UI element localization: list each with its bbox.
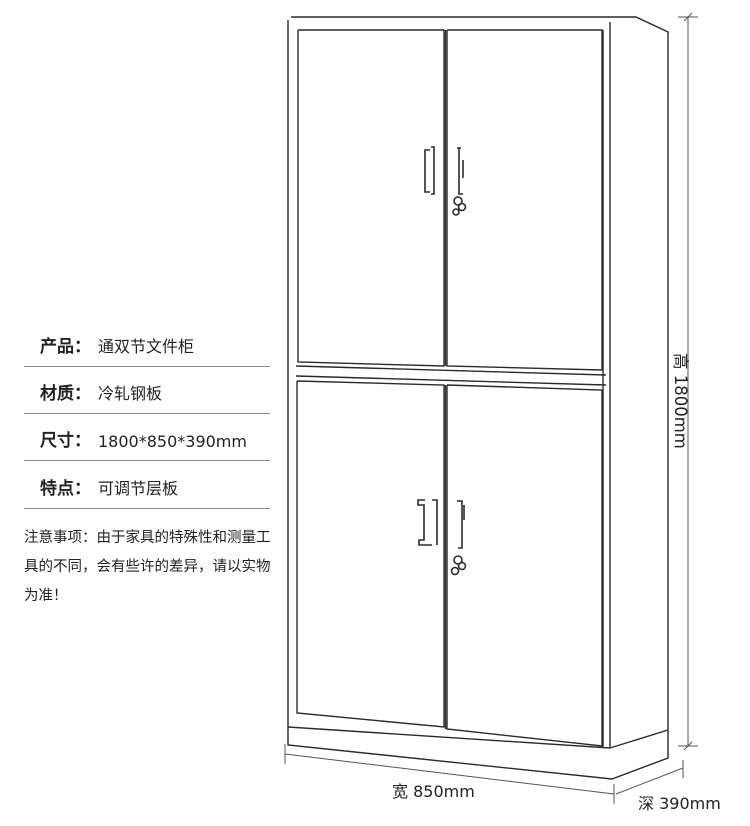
middle-rail-bottom xyxy=(295,375,607,386)
notice-text: 注意事项：由于家具的特殊性和测量工具的不同，会有些许的差异，请以实物为准！ xyxy=(24,530,271,604)
spec-row-product: 产品： 通双节文件柜 xyxy=(24,319,270,367)
lower-right-door xyxy=(446,384,603,747)
cabinet-base-side xyxy=(609,729,669,749)
upper-handles xyxy=(424,146,467,216)
upper-right-door xyxy=(446,29,603,371)
spec-value: 可调节层板 xyxy=(98,479,179,498)
cabinet-outer-frame xyxy=(287,16,669,780)
spec-label: 尺寸： xyxy=(40,431,91,451)
spec-row-material: 材质： 冷轧钢板 xyxy=(24,366,270,414)
width-label: 宽 850mm xyxy=(392,782,475,801)
depth-label: 深 390mm xyxy=(638,794,721,813)
middle-rail-top xyxy=(295,365,607,376)
width-dimension-line xyxy=(284,744,615,804)
spec-label: 产品： xyxy=(40,337,91,357)
spec-value: 通双节文件柜 xyxy=(98,337,195,356)
spec-value: 冷轧钢板 xyxy=(98,384,163,403)
lower-left-door xyxy=(296,380,445,728)
depth-dimension-line xyxy=(615,760,684,795)
spec-value: 1800*850*390mm xyxy=(98,432,247,451)
spec-label: 特点： xyxy=(40,479,91,499)
upper-left-door xyxy=(297,29,445,367)
spec-label: 材质： xyxy=(40,384,91,404)
height-dimension-line xyxy=(678,12,698,751)
lower-handles xyxy=(417,499,467,576)
height-label: 高 1800mm xyxy=(671,353,690,449)
cabinet-base-top xyxy=(287,726,611,749)
spec-row-size: 尺寸： 1800*850*390mm xyxy=(24,413,270,461)
spec-row-feature: 特点： 可调节层板 xyxy=(24,461,270,509)
